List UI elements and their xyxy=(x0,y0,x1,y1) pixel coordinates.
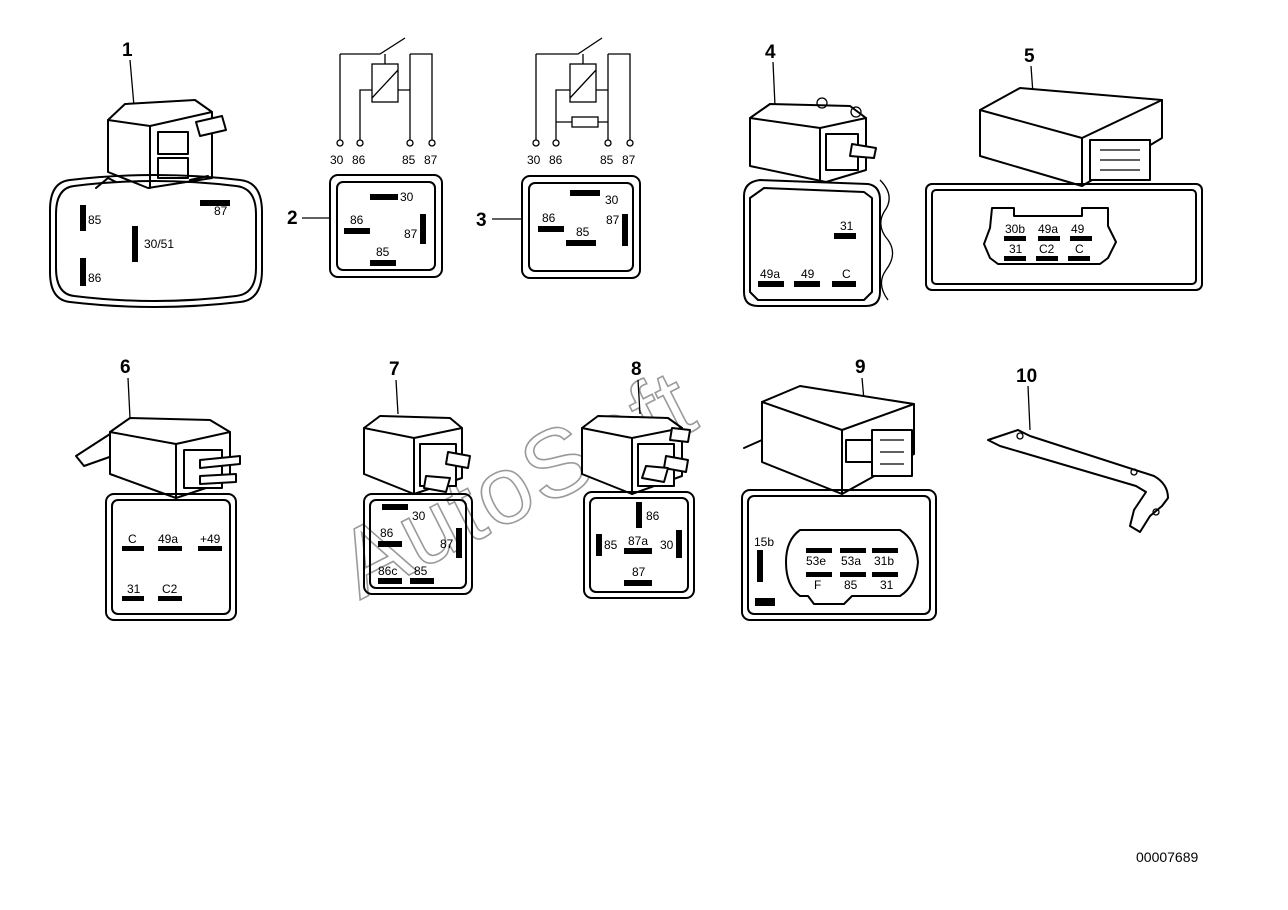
mounting-bracket-10 xyxy=(987,429,1169,533)
pin-label-8-87: 87 xyxy=(632,565,646,579)
schematic-3-pin-30: 30 xyxy=(527,153,541,167)
pin-label-6-C2: C2 xyxy=(162,582,178,596)
schematic-2-pin-30: 30 xyxy=(330,153,344,167)
pin-label-9-53a: 53a xyxy=(841,554,861,568)
pin-label-2-86: 86 xyxy=(350,213,364,227)
pin-label-9-85: 85 xyxy=(844,578,858,592)
part-number-6: 6 xyxy=(120,357,131,378)
pin-label-7-30: 30 xyxy=(412,509,426,523)
part-number-1: 1 xyxy=(122,40,133,61)
part-7[interactable]: 7 30 86 87 86c 85 xyxy=(363,359,473,595)
pin-label-5-49: 49 xyxy=(1071,222,1085,236)
pin-label-4-31: 31 xyxy=(840,219,854,233)
pin-label-5-49a: 49a xyxy=(1038,222,1058,236)
leader-line-8 xyxy=(637,379,641,415)
part-number-7: 7 xyxy=(389,359,400,380)
pin-label-3-85: 85 xyxy=(576,225,590,239)
pin-label-5-C: C xyxy=(1075,242,1084,256)
relay-body-8 xyxy=(581,415,691,495)
pin-label-5-30b: 30b xyxy=(1005,222,1025,236)
pin-label-5-31: 31 xyxy=(1009,242,1023,256)
leader-line-1 xyxy=(129,59,135,107)
part-number-2: 2 xyxy=(287,208,298,229)
leader-line-10 xyxy=(1027,385,1031,431)
relay-body-9 xyxy=(743,385,915,495)
pin-label-4-49a: 49a xyxy=(760,267,780,281)
pin-layout-1: 85 87 30/51 86 xyxy=(49,174,263,308)
part-1[interactable]: 1 85 87 30/51 86 xyxy=(49,40,263,308)
pin-label-6-C: C xyxy=(128,532,137,546)
pin-label-3-30: 30 xyxy=(605,193,619,207)
pin-label-7-86: 86 xyxy=(380,526,394,540)
pin-label-7-86c: 86c xyxy=(378,564,397,578)
pin-layout-4: 31 49a 49 C xyxy=(743,179,894,307)
schematic-2-pin-86: 86 xyxy=(352,153,366,167)
part-3[interactable]: 30 86 85 87 3 30 86 87 85 xyxy=(476,37,641,279)
schematic-3-pin-86: 86 xyxy=(549,153,563,167)
pin-layout-8: 86 85 87a 30 87 xyxy=(583,491,695,599)
pin-label-1-86: 86 xyxy=(88,271,102,285)
part-6[interactable]: 6 C 49a +49 31 C2 xyxy=(75,357,241,621)
relay-body-4 xyxy=(749,97,877,183)
schematic-3: 30 86 85 87 xyxy=(527,37,636,167)
pin-label-3-87: 87 xyxy=(606,213,620,227)
schematic-3-pin-87: 87 xyxy=(622,153,636,167)
relay-body-5 xyxy=(979,87,1163,187)
pin-label-5-C2: C2 xyxy=(1039,242,1055,256)
relay-body-1 xyxy=(95,99,227,189)
part-number-8: 8 xyxy=(631,359,642,380)
schematic-3-pin-85: 85 xyxy=(600,153,614,167)
pin-label-8-87a: 87a xyxy=(628,534,648,548)
pin-label-6-49a: 49a xyxy=(158,532,178,546)
leader-line-6 xyxy=(127,377,131,419)
part-number-10: 10 xyxy=(1016,366,1037,387)
pin-label-9-15b: 15b xyxy=(754,535,774,549)
pin-label-1-30-51: 30/51 xyxy=(144,237,174,251)
pin-label-7-85: 85 xyxy=(414,564,428,578)
pin-label-1-85: 85 xyxy=(88,213,102,227)
part-2[interactable]: 30 86 85 87 2 30 86 87 85 xyxy=(287,37,443,278)
pin-label-7-87: 87 xyxy=(440,537,454,551)
part-number-5: 5 xyxy=(1024,46,1035,67)
relay-body-6 xyxy=(75,417,241,499)
pin-layout-9: 15b 53e 53a 31b F 85 31 xyxy=(741,489,937,621)
part-4[interactable]: 4 31 49a 49 C xyxy=(743,42,894,307)
part-5[interactable]: 5 30b 49a 49 31 C2 C xyxy=(925,46,1203,291)
pin-label-3-86: 86 xyxy=(542,211,556,225)
pin-label-2-85: 85 xyxy=(376,245,390,259)
pin-label-8-30: 30 xyxy=(660,538,674,552)
leader-line-4 xyxy=(772,61,776,107)
pin-label-9-53e: 53e xyxy=(806,554,826,568)
relay-body-7 xyxy=(363,415,471,495)
part-10[interactable]: 10 xyxy=(987,366,1169,533)
pin-label-9-31: 31 xyxy=(880,578,894,592)
pin-label-9-31b: 31b xyxy=(874,554,894,568)
schematic-2: 30 86 85 87 xyxy=(330,37,438,167)
pin-label-2-30: 30 xyxy=(400,190,414,204)
part-number-3: 3 xyxy=(476,210,487,231)
part-number-4: 4 xyxy=(765,42,776,63)
pin-label-4-C: C xyxy=(842,267,851,281)
part-number-9: 9 xyxy=(855,357,866,378)
pin-label-9-F: F xyxy=(814,578,821,592)
pin-label-2-87: 87 xyxy=(404,227,418,241)
pin-label-6-31: 31 xyxy=(127,582,141,596)
pin-layout-5: 30b 49a 49 31 C2 C xyxy=(925,183,1203,291)
schematic-2-pin-85: 85 xyxy=(402,153,416,167)
diagram-code: 00007689 xyxy=(1136,849,1199,865)
schematic-2-pin-87: 87 xyxy=(424,153,438,167)
part-9[interactable]: 9 15b 53e 53a 31b F 85 xyxy=(741,357,937,621)
pin-layout-6: C 49a +49 31 C2 xyxy=(105,493,237,621)
pin-label-8-85: 85 xyxy=(604,538,618,552)
pin-layout-3: 30 86 87 85 xyxy=(521,175,641,279)
pin-layout-7: 30 86 87 86c 85 xyxy=(363,493,473,595)
pin-label-1-87: 87 xyxy=(214,204,228,218)
pin-label-8-86: 86 xyxy=(646,509,660,523)
pin-layout-2: 30 86 87 85 xyxy=(329,174,443,278)
pin-label-6-plus49: +49 xyxy=(200,532,221,546)
leader-line-7 xyxy=(395,379,399,415)
part-8[interactable]: 8 86 85 87a 30 87 xyxy=(581,359,695,599)
pin-label-4-49: 49 xyxy=(801,267,815,281)
